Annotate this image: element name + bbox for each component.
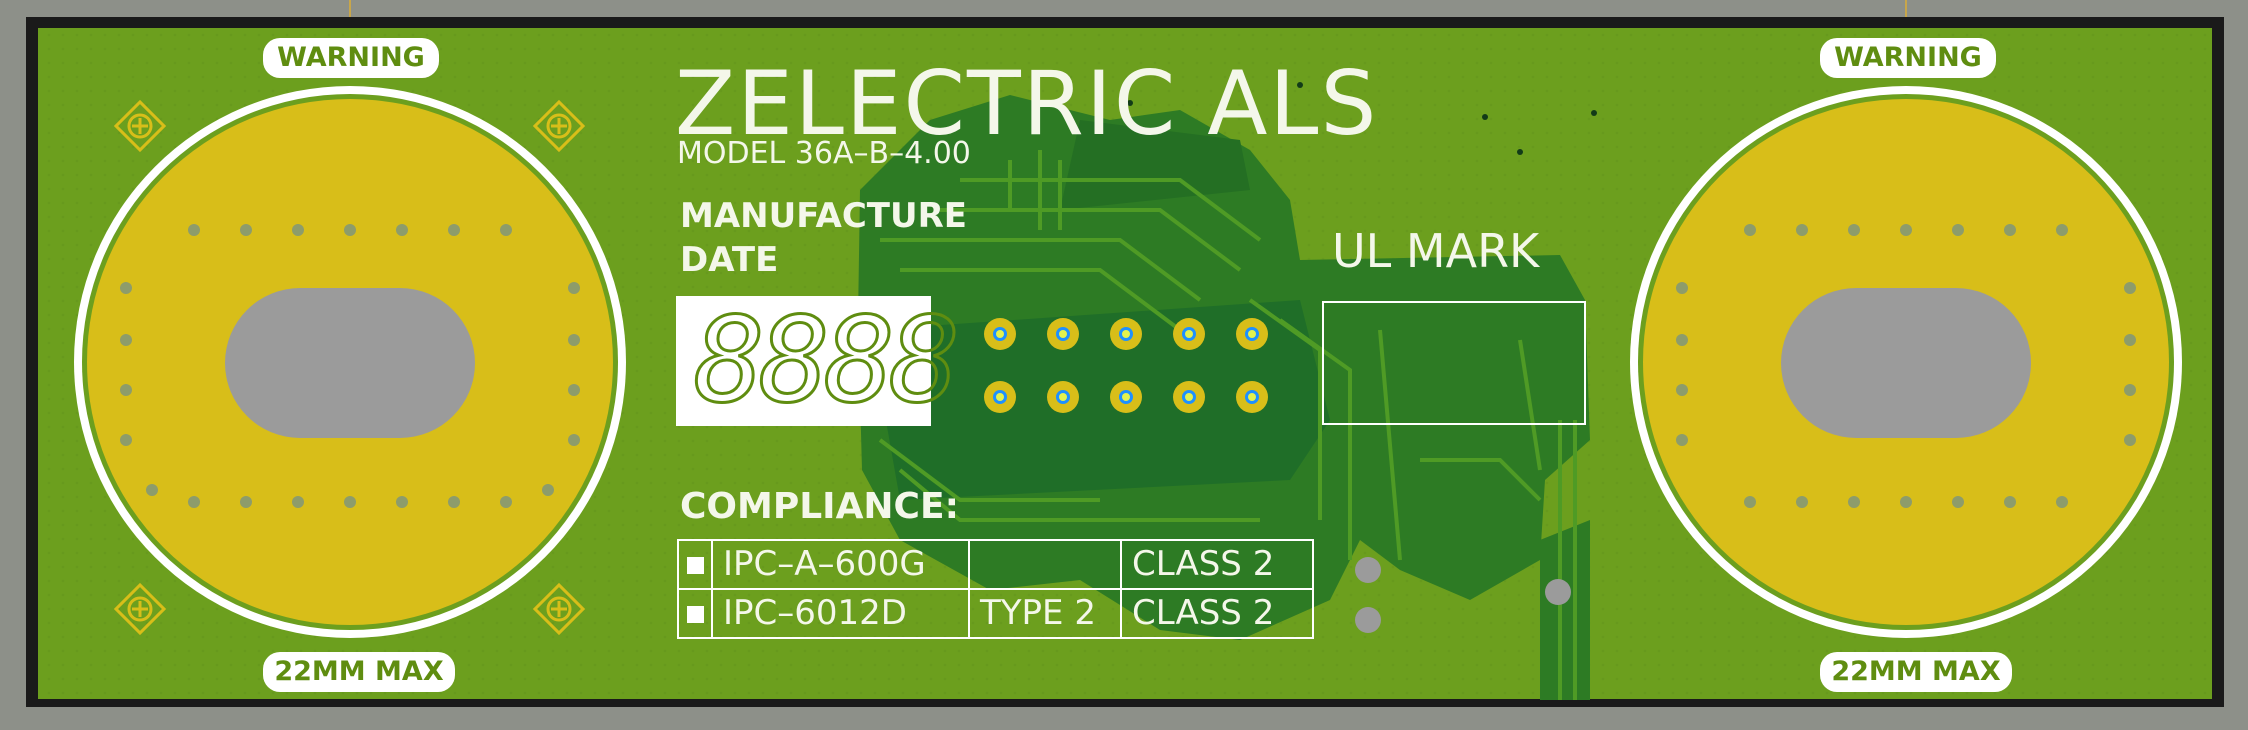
left-mounting-pad <box>74 86 626 638</box>
copper-pour <box>858 82 1597 700</box>
left-max-label: 22MM MAX <box>263 652 455 692</box>
date-code-box: 8888 <box>676 290 962 431</box>
class-cell: CLASS 2 <box>1120 588 1314 639</box>
brand-title: ZELECTRIC ALS <box>675 52 1379 155</box>
table-row: IPC–A–600G CLASS 2 <box>677 539 1314 590</box>
compliance-label: COMPLIANCE: <box>680 486 959 527</box>
standard-cell: IPC–A–600G <box>711 539 970 590</box>
right-slot-hole <box>1781 288 2031 438</box>
right-max-label: 22MM MAX <box>1820 652 2012 692</box>
date-code-digits: 8888 <box>692 290 961 431</box>
type-cell: TYPE 2 <box>968 588 1122 639</box>
checkbox-marker <box>677 539 713 590</box>
type-cell <box>968 539 1122 590</box>
left-slot-hole <box>225 288 475 438</box>
right-warning-label: WARNING <box>1820 38 1996 78</box>
manufacture-label: MANUFACTURE <box>680 196 968 236</box>
table-row: IPC–6012D TYPE 2 CLASS 2 <box>677 588 1314 639</box>
compliance-table: IPC–A–600G CLASS 2 IPC–6012D TYPE 2 CLAS… <box>677 539 1314 639</box>
left-warning-label: WARNING <box>263 38 439 78</box>
standard-cell: IPC–6012D <box>711 588 970 639</box>
right-mounting-pad <box>1630 86 2182 638</box>
date-label: DATE <box>680 240 779 280</box>
ul-mark-label: UL MARK <box>1332 224 1540 278</box>
checkbox-marker <box>677 588 713 639</box>
ul-mark-box <box>1322 301 1586 425</box>
connector-pins <box>984 318 1268 413</box>
model-number: MODEL 36A–B–4.00 <box>677 136 971 171</box>
mounting-vias <box>1355 557 1571 633</box>
fiducial-marks <box>113 99 586 636</box>
class-cell: CLASS 2 <box>1120 539 1314 590</box>
